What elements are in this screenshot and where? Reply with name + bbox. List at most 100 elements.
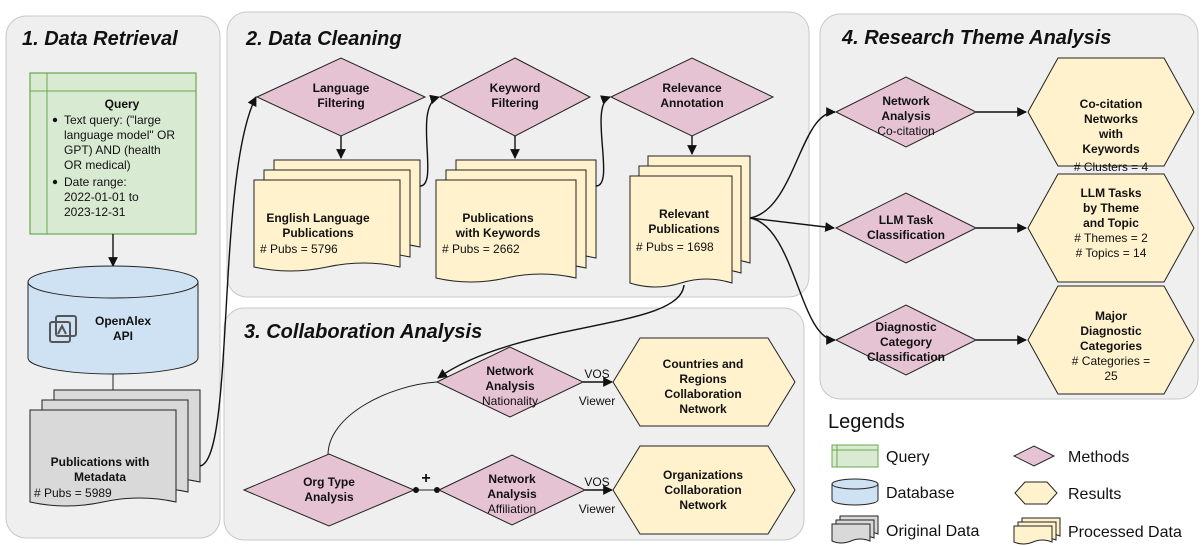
svg-text:Relevance: Relevance [662,81,722,95]
svg-text:Network: Network [488,472,536,486]
query-date-line: 2022-01-01 to [64,190,139,204]
svg-text:Filtering: Filtering [491,96,538,110]
legend-processed-data-label: Processed Data [1068,524,1182,541]
svg-text:with: with [1098,127,1123,141]
svg-text:Annotation: Annotation [660,96,723,110]
legend-database-icon [831,478,879,506]
result-english-publications: English Language Publications # Pubs = 5… [253,159,421,272]
svg-text:25: 25 [1104,369,1118,383]
svg-text:English Language: English Language [266,211,370,225]
svg-text:Category: Category [880,335,932,349]
svg-text:Co-citation: Co-citation [877,124,934,138]
svg-text:# Topics = 14: # Topics = 14 [1076,246,1147,260]
legend-processed-data-icon [1013,517,1061,545]
svg-text:Language: Language [313,81,370,95]
result-countries-regions-network: Countries and Regions Collaboration Netw… [612,337,796,427]
svg-text:Organizations: Organizations [663,468,743,482]
legend-database-label: Database [886,485,955,502]
join-dot [413,487,419,493]
svg-text:Major: Major [1095,309,1127,323]
database-label: API [113,329,133,343]
viewer-label: Viewer [579,394,615,408]
query-box: Query Text query: ("large language model… [29,72,197,235]
svg-text:Network: Network [486,364,534,378]
query-text-line: GPT) AND (health [64,143,161,157]
vos-label: VOS [584,367,609,381]
svg-text:Collaboration: Collaboration [664,387,741,401]
svg-text:Network: Network [882,94,930,108]
svg-text:# Categories =: # Categories = [1072,354,1150,368]
method-cocitation-analysis: Network Analysis Co-citation [834,76,978,148]
legend-title: Legends [828,411,905,433]
section-title-collaboration: 3. Collaboration Analysis [244,321,482,343]
svg-text:Org Type: Org Type [303,475,355,489]
section-title-theme: 4. Research Theme Analysis [841,27,1111,49]
query-text-line: language model" OR [64,128,175,142]
plus-sign: + [421,470,430,487]
relevant-count: # Pubs = 1698 [636,240,714,254]
result-relevant-publications: Relevant Publications # Pubs = 1698 [629,155,751,288]
svg-text:Network: Network [679,402,727,416]
method-diagnostic-category-classification: Diagnostic Category Classification [834,304,978,376]
openalex-logo-icon [49,315,77,343]
svg-text:Countries and: Countries and [663,357,744,371]
svg-text:LLM Task: LLM Task [879,213,934,227]
svg-text:# Themes = 2: # Themes = 2 [1074,231,1148,245]
svg-text:Publications: Publications [462,211,534,225]
connector-orgtype-nationality [327,381,438,456]
query-date-line: 2023-12-31 [64,205,126,219]
svg-text:Relevant: Relevant [659,207,709,221]
openalex-database: OpenAlex API [27,265,199,375]
query-date-line: Date range: [64,175,127,189]
svg-text:Affiliation: Affiliation [488,502,536,516]
svg-text:Classification: Classification [867,228,945,242]
method-keyword-filtering: Keyword Filtering [438,57,592,137]
publications-metadata-stack: Publications with Metadata # Pubs = 5989 [29,389,201,507]
section-title-retrieval: 1. Data Retrieval [22,28,178,50]
query-text-line: OR medical) [64,158,131,172]
svg-text:Publications: Publications [282,226,354,240]
svg-text:Diagnostic: Diagnostic [1080,324,1142,338]
query-title: Query [105,97,140,111]
vos-label: VOS [584,475,609,489]
svg-text:Analysis: Analysis [304,490,354,504]
svg-text:Keywords: Keywords [1082,142,1140,156]
method-relevance-annotation: Relevance Annotation [609,57,775,137]
svg-text:LLM Tasks: LLM Tasks [1080,186,1141,200]
legend-methods-icon [1012,445,1056,467]
svg-text:Analysis: Analysis [487,487,537,501]
legend-methods-label: Methods [1068,449,1129,466]
svg-text:Collaboration: Collaboration [664,483,741,497]
method-org-type-analysis: Org Type Analysis [242,453,416,527]
svg-text:Regions: Regions [679,372,727,386]
pubs-metadata-count: # Pubs = 5989 [34,486,112,500]
method-llm-task-classification: LLM Task Classification [834,192,978,264]
keywords-count: # Pubs = 2662 [442,242,520,256]
result-cocitation-networks: Co-citation Networks with Keywords # Clu… [1027,57,1195,174]
pubs-metadata-label: Metadata [74,470,126,484]
svg-text:# Clusters = 4: # Clusters = 4 [1074,160,1149,174]
svg-text:by Theme: by Theme [1083,201,1139,215]
svg-text:Analysis: Analysis [485,379,535,393]
svg-text:and Topic: and Topic [1083,216,1139,230]
svg-text:Nationality: Nationality [482,394,538,408]
svg-text:Diagnostic: Diagnostic [875,320,937,334]
database-label: OpenAlex [95,314,151,328]
join-dot [434,487,440,493]
legend-original-data-icon [831,515,879,544]
svg-text:Analysis: Analysis [881,109,931,123]
arrow-metadata-to-language [199,96,257,467]
result-publications-with-keywords: Publications with Keywords # Pubs = 2662 [435,159,597,283]
svg-text:Co-citation: Co-citation [1080,97,1143,111]
legend-original-data-label: Original Data [886,523,979,540]
viewer-label: Viewer [579,502,615,516]
svg-text:Networks: Networks [1084,112,1138,126]
pubs-metadata-label: Publications with [51,455,150,469]
english-count: # Pubs = 5796 [260,242,338,256]
svg-text:Filtering: Filtering [317,96,364,110]
method-network-analysis-nationality: Network Analysis Nationality [435,346,585,418]
result-organizations-network: Organizations Collaboration Network [612,445,796,535]
svg-text:Publications: Publications [648,222,720,236]
